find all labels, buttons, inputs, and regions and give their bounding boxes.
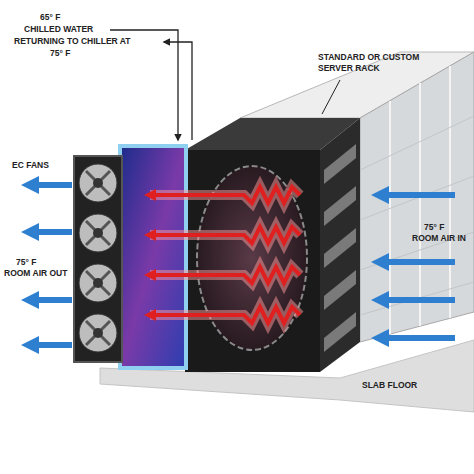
rack-leader-line (322, 80, 340, 114)
water-label: CHILLED WATER (24, 24, 93, 35)
temperature-label: 75° F (16, 257, 36, 268)
fan-label: EC FANS (12, 160, 49, 171)
air-in-arrows (380, 195, 455, 338)
temperature-label: 65° F (40, 12, 60, 23)
temperature-label: 75° F (424, 222, 444, 233)
cooling-coil (120, 146, 186, 368)
rack-label: STANDARD OR CUSTOM SERVER RACK (318, 52, 430, 73)
floor-label: SLAB FLOOR (362, 380, 417, 391)
water-label: RETURNING TO CHILLER AT (14, 36, 130, 47)
temperature-label: 75° F (50, 48, 70, 59)
water-leader-lines (110, 30, 192, 140)
fan-panel (74, 156, 122, 362)
hot-air-arrows (150, 187, 300, 323)
airflow-label: ROOM AIR IN (412, 233, 466, 244)
airflow-label: ROOM AIR OUT (4, 268, 67, 279)
